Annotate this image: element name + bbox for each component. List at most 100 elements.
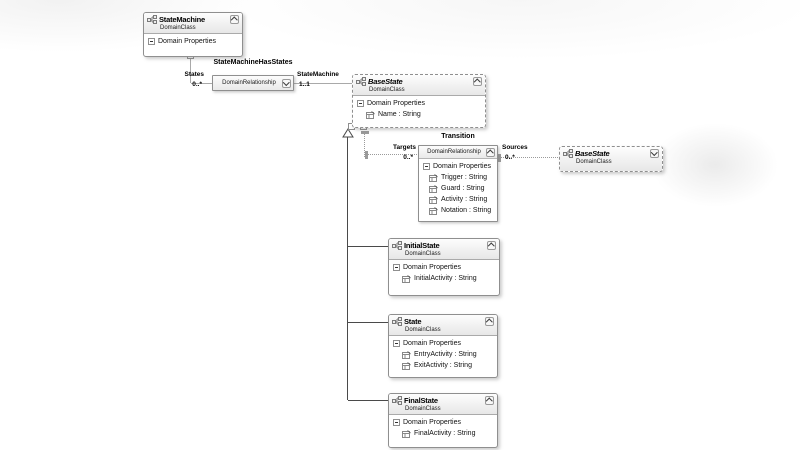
collapse-button[interactable] — [486, 147, 495, 157]
property-row[interactable]: Name : String — [353, 108, 485, 119]
chevron-up-icon — [487, 149, 494, 157]
domain-properties-label: Domain Properties — [158, 38, 216, 45]
transition-link-line — [364, 131, 365, 157]
domain-class-icon — [392, 241, 402, 250]
property-label: ExitActivity : String — [414, 362, 472, 369]
collapse-section-icon[interactable] — [357, 100, 364, 107]
property-row[interactable]: Notation : String — [419, 204, 497, 215]
domain-property-icon — [429, 206, 438, 215]
collapse-button[interactable] — [473, 77, 482, 86]
relationship-hasstates[interactable]: DomainRelationship — [212, 75, 294, 91]
domain-property-icon — [402, 274, 411, 283]
inheritance-trunk-line — [347, 137, 348, 400]
class-basestate-ref[interactable]: BaseState DomainClass — [559, 146, 663, 172]
property-row[interactable]: EntryActivity : String — [389, 348, 497, 359]
property-label: Guard : String — [441, 185, 485, 192]
embedding-link-line — [191, 83, 212, 84]
class-basestate[interactable]: BaseState DomainClass Domain Properties … — [352, 74, 486, 128]
class-finalstate[interactable]: FinalState DomainClass Domain Properties… — [388, 393, 498, 448]
class-basestate-header: BaseState DomainClass — [353, 75, 485, 96]
domain-properties-header[interactable]: Domain Properties — [389, 336, 497, 348]
domain-properties-header[interactable]: Domain Properties — [389, 415, 497, 427]
class-initialstate-header: InitialState DomainClass — [389, 239, 499, 260]
relationship-type: DomainRelationship — [222, 80, 276, 86]
property-row[interactable]: ExitActivity : String — [389, 359, 497, 370]
class-kind: DomainClass — [405, 406, 441, 412]
class-title: State — [404, 316, 422, 326]
class-state[interactable]: State DomainClass Domain Properties Entr… — [388, 314, 498, 378]
inheritance-branch-line — [348, 246, 388, 247]
domain-class-icon — [563, 149, 573, 158]
class-basestate-ref-header: BaseState DomainClass — [560, 147, 662, 171]
inheritance-branch-line — [348, 322, 388, 323]
domain-properties-header[interactable]: Domain Properties — [389, 260, 499, 272]
class-title: BaseState — [575, 148, 610, 158]
relationship-title-transition[interactable]: Transition — [441, 133, 475, 140]
domain-properties-header[interactable]: Domain Properties — [144, 34, 242, 46]
property-label: Trigger : String — [441, 174, 488, 181]
class-title: FinalState — [404, 395, 438, 405]
property-label: InitialActivity : String — [414, 275, 477, 282]
inheritance-triangle-icon — [342, 128, 354, 138]
relationship-header: DomainRelationship — [213, 76, 293, 90]
class-title: InitialState — [404, 240, 440, 250]
role-label-statemachine: StateMachine — [297, 71, 339, 78]
expand-button[interactable] — [282, 78, 291, 88]
property-label: Name : String — [378, 111, 421, 118]
chevron-down-icon — [651, 149, 658, 156]
domain-class-icon — [392, 317, 402, 326]
chevron-up-icon — [474, 79, 481, 86]
transition-link-line — [498, 157, 562, 158]
collapse-section-icon[interactable] — [393, 419, 400, 426]
domain-properties-label: Domain Properties — [403, 419, 461, 426]
multiplicity-sources: 0..* — [505, 154, 515, 161]
class-statemachine[interactable]: StateMachine DomainClass Domain Properti… — [143, 12, 243, 57]
role-label-targets: Targets — [393, 144, 416, 151]
relationship-header: DomainRelationship — [419, 146, 497, 159]
domain-property-icon — [366, 110, 375, 119]
property-row[interactable]: Activity : String — [419, 193, 497, 204]
collapse-button[interactable] — [230, 15, 239, 24]
collapse-button[interactable] — [485, 317, 494, 326]
property-label: FinalActivity : String — [414, 430, 476, 437]
relationship-type: DomainRelationship — [427, 149, 481, 155]
property-label: EntryActivity : String — [414, 351, 477, 358]
role-label-states: States — [184, 71, 204, 78]
class-title: StateMachine — [159, 14, 205, 24]
domain-class-icon — [356, 77, 366, 86]
domain-property-icon — [429, 195, 438, 204]
domain-properties-label: Domain Properties — [403, 264, 461, 271]
expand-button[interactable] — [650, 149, 659, 158]
collapse-button[interactable] — [485, 396, 494, 405]
property-row[interactable]: InitialActivity : String — [389, 272, 499, 283]
relationship-transition[interactable]: DomainRelationship Domain Properties Tri… — [418, 145, 498, 222]
property-label: Notation : String — [441, 207, 492, 214]
property-row[interactable]: Guard : String — [419, 182, 497, 193]
domain-properties-label: Domain Properties — [367, 100, 425, 107]
collapse-section-icon[interactable] — [423, 163, 430, 170]
domain-properties-header[interactable]: Domain Properties — [419, 159, 497, 171]
domain-properties-header[interactable]: Domain Properties — [353, 96, 485, 108]
embedding-link-line — [294, 83, 352, 84]
collapse-section-icon[interactable] — [393, 340, 400, 347]
embedding-link-line — [190, 59, 191, 83]
domain-property-icon — [429, 184, 438, 193]
class-kind: DomainClass — [576, 159, 612, 165]
domain-class-icon — [392, 396, 402, 405]
collapse-section-icon[interactable] — [148, 38, 155, 45]
role-label-sources: Sources — [502, 144, 528, 151]
class-title: BaseState — [368, 76, 403, 86]
domain-property-icon — [402, 429, 411, 438]
relationship-title-hasstates[interactable]: StateMachineHasStates — [213, 59, 293, 66]
domain-properties-label: Domain Properties — [433, 163, 491, 170]
class-initialstate[interactable]: InitialState DomainClass Domain Properti… — [388, 238, 500, 296]
domain-property-icon — [402, 350, 411, 359]
collapse-section-icon[interactable] — [393, 264, 400, 271]
collapse-button[interactable] — [487, 241, 496, 250]
property-row[interactable]: FinalActivity : String — [389, 427, 497, 438]
property-row[interactable]: Trigger : String — [419, 171, 497, 182]
chevron-up-icon — [486, 319, 493, 326]
domain-property-icon — [429, 173, 438, 182]
property-label: Activity : String — [441, 196, 488, 203]
